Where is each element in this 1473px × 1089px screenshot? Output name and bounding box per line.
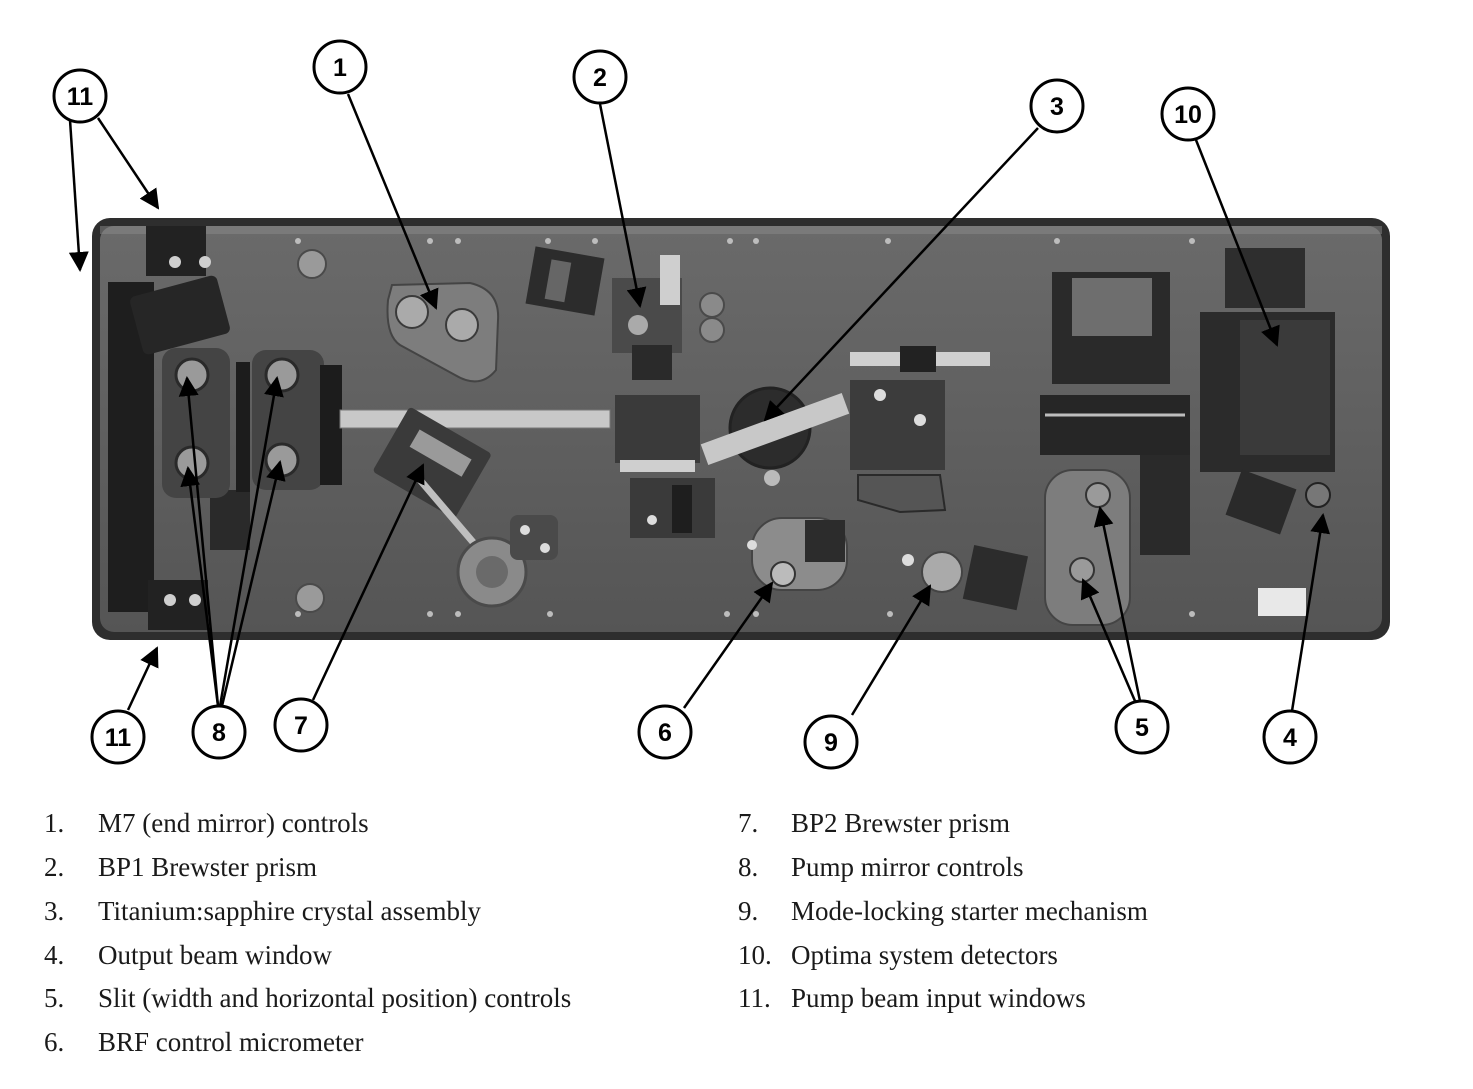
svg-text:9: 9: [824, 729, 838, 757]
callout-5: 5: [1114, 699, 1170, 755]
legend-number: 9.: [738, 896, 759, 926]
callout-11-bottom: 11: [90, 709, 146, 765]
brf-control-micrometer: [747, 517, 848, 591]
svg-text:8: 8: [212, 719, 226, 747]
svg-text:10: 10: [1174, 101, 1202, 129]
bp2-brewster-prism: [373, 407, 558, 608]
ti-sapphire-crystal-assembly: [615, 346, 990, 514]
mirror-mount: [630, 478, 715, 538]
legend-text: Pump beam input windows: [791, 983, 1086, 1013]
legend-text: BP2 Brewster prism: [791, 808, 1010, 838]
beam-rail: [339, 409, 611, 429]
callout-11-top: 11: [52, 68, 108, 124]
svg-text:11: 11: [105, 724, 132, 752]
legend-text: Mode-locking starter mechanism: [791, 896, 1148, 926]
callout-9: 9: [803, 714, 859, 770]
callout-10: 10: [1160, 86, 1216, 142]
laser-layout-diagram: 1 2 3 4 5 6 7 8 9 10 11 11: [52, 39, 1390, 770]
callout-3: 3: [1029, 78, 1085, 134]
upper-right-housing: [1040, 272, 1190, 455]
legend-number: 5.: [44, 983, 65, 1013]
legend-number: 3.: [44, 896, 65, 926]
plate-knob: [297, 249, 327, 279]
svg-text:7: 7: [294, 712, 308, 740]
svg-text:5: 5: [1135, 714, 1149, 742]
plate-knob: [295, 583, 325, 613]
m7-end-mirror-controls: [386, 281, 500, 383]
legend-number: 2.: [44, 852, 65, 882]
legend-number: 11.: [738, 983, 771, 1013]
svg-text:6: 6: [658, 719, 672, 747]
callout-2: 2: [572, 49, 628, 105]
callout-7: 7: [273, 697, 329, 753]
left-end-assembly: [108, 226, 250, 630]
callout-4: 4: [1262, 709, 1318, 765]
legend-number: 1.: [44, 808, 65, 838]
svg-text:11: 11: [67, 83, 94, 111]
mode-locking-starter: [902, 544, 1029, 611]
legend-number: 6.: [44, 1027, 65, 1057]
bp1-brewster-prism: [612, 255, 682, 380]
legend-number: 4.: [44, 940, 65, 970]
legend-text: Slit (width and horizontal position) con…: [98, 983, 572, 1013]
legend-text: BRF control micrometer: [98, 1027, 364, 1057]
legend-number: 10.: [738, 940, 772, 970]
svg-text:2: 2: [593, 64, 607, 92]
legend-number: 7.: [738, 808, 759, 838]
callout-6: 6: [637, 704, 693, 760]
svg-text:3: 3: [1050, 93, 1064, 121]
legend-text: M7 (end mirror) controls: [98, 808, 369, 838]
posts: [699, 292, 725, 343]
legend-number: 8.: [738, 852, 759, 882]
optima-detectors: [1200, 248, 1335, 616]
legend-text: BP1 Brewster prism: [98, 852, 317, 882]
legend-text: Titanium:sapphire crystal assembly: [98, 896, 481, 926]
legend-text: Pump mirror controls: [791, 852, 1024, 882]
callout-1: 1: [312, 39, 368, 95]
mirror-mount: [525, 246, 605, 316]
svg-text:4: 4: [1283, 724, 1297, 752]
legend-text: Output beam window: [98, 940, 332, 970]
legend-text: Optima system detectors: [791, 940, 1058, 970]
svg-text:1: 1: [333, 54, 347, 82]
callout-8: 8: [191, 704, 247, 760]
legend: 1. M7 (end mirror) controls 2. BP1 Brews…: [0, 800, 1473, 1080]
leader-lines: [68, 93, 1331, 716]
